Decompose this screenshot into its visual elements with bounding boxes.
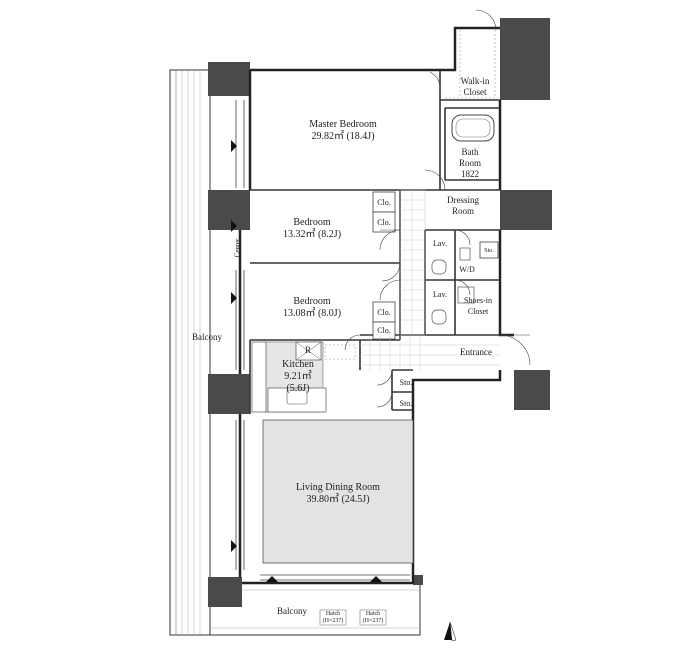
- closet-label-3: Clo.: [377, 308, 391, 317]
- north-compass-icon: [444, 621, 457, 642]
- washer-dryer-label: W/D: [459, 265, 475, 274]
- bottom-balcony: [209, 582, 421, 636]
- doors: [344, 9, 531, 408]
- closet-boxes: [372, 191, 499, 340]
- left-balcony: [169, 69, 211, 636]
- lavatory-label-1: Lav.: [433, 239, 447, 248]
- entrance-label: Entrance: [460, 347, 492, 357]
- walk-in-closet-shelves: [445, 30, 498, 99]
- refrigerator-label: R: [304, 345, 312, 355]
- side-balcony-label: Balcony: [192, 332, 222, 342]
- arrow-markers: [231, 140, 382, 582]
- structural-columns: [208, 18, 552, 607]
- storage-small-label: Sto.: [484, 248, 494, 254]
- kitchen-fixtures: [251, 341, 356, 413]
- closet-label-4: Clo.: [377, 326, 391, 335]
- center-label: Center: [233, 238, 242, 258]
- closet-label-2: Clo.: [377, 218, 391, 227]
- toilets: [431, 247, 475, 325]
- dressing-room-tiles: [399, 189, 426, 336]
- hatch-box-1: [319, 609, 347, 626]
- hatch-box-2: [359, 609, 387, 626]
- hatch-label-2: Hatch(H=237): [362, 611, 384, 624]
- closet-label-1: Clo.: [377, 198, 391, 207]
- entrance-tiles: [360, 335, 500, 370]
- living-dining-floor: [262, 419, 414, 564]
- hatch-label-1: Hatch(H=237): [322, 611, 344, 624]
- storage-label-2: Sto.: [399, 399, 413, 408]
- storage-label-1: Sto.: [399, 378, 413, 387]
- lavatory-label-2: Lav.: [433, 290, 447, 299]
- outer-walls: [238, 26, 514, 585]
- bathtub: [451, 114, 495, 142]
- bottom-balcony-label: Balcony: [277, 606, 307, 616]
